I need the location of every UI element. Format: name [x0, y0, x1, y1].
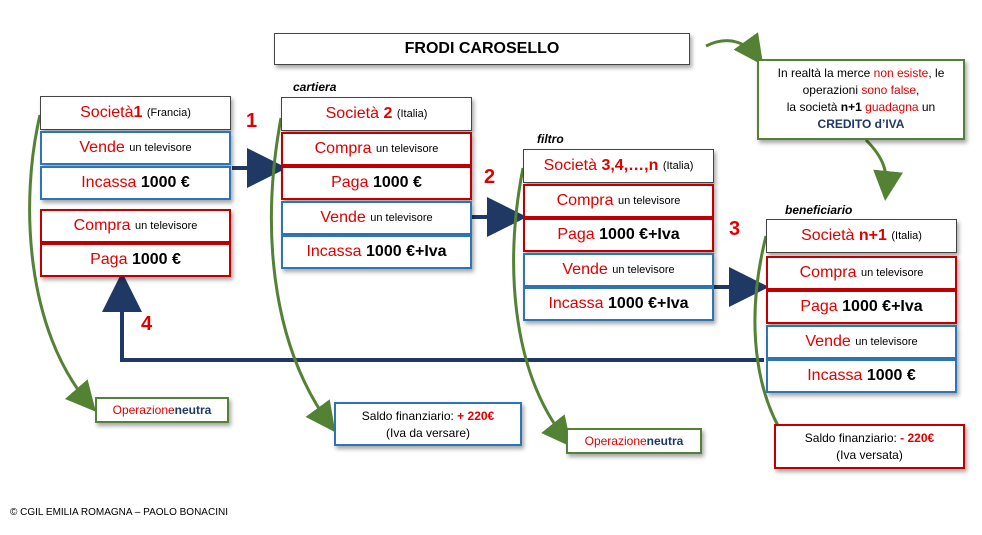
- step-1: 1: [246, 110, 258, 132]
- step-4: 4: [141, 313, 153, 335]
- company3-receives: Incassa 1000 €+Iva: [523, 287, 714, 321]
- company1-outcome: Operazione neutra: [95, 397, 229, 423]
- step-2: 2: [484, 166, 496, 188]
- connector-company1-outcome: [28, 114, 96, 412]
- step-3: 3: [729, 218, 741, 240]
- company2-outcome-line-1: Saldo finanziario: + 220€: [361, 409, 495, 423]
- company3-pays: Paga 1000 €+Iva: [523, 218, 714, 252]
- company2-buys: Compra un televisore: [281, 132, 472, 166]
- company1-receives: Incassa 1000 €: [40, 166, 231, 200]
- flow-arrow-4: [102, 272, 764, 362]
- company2-name: Società 2 (Italia): [281, 97, 472, 131]
- company4-pays: Paga 1000 €+Iva: [766, 290, 957, 324]
- company2-outcome-line-2: (Iva da versare): [385, 426, 471, 440]
- connector-title-note: [705, 32, 764, 66]
- company4-buys: Compra un televisore: [766, 256, 957, 290]
- company1-sells: Vende un televisore: [40, 131, 231, 165]
- connector-company3-outcome: [512, 167, 572, 448]
- connector-note-company4: [864, 138, 904, 201]
- company3-buys: Compra un televisore: [523, 184, 714, 218]
- note-line-3: la società n+1 guadagna un: [786, 100, 936, 114]
- page-title: FRODI CAROSELLO: [274, 33, 690, 65]
- label-cartiera: cartiera: [293, 80, 337, 94]
- company2-receives: Incassa 1000 €+Iva: [281, 235, 472, 269]
- note-line-2: operazioni sono false,: [802, 83, 920, 97]
- copyright-credit: © CGIL EMILIA ROMAGNA – PAOLO BONACINI: [10, 507, 228, 518]
- company2-outcome: Saldo finanziario: + 220€ (Iva da versar…: [334, 402, 522, 446]
- company4-outcome-line-1: Saldo finanziario: - 220€: [804, 431, 935, 445]
- company2-sells: Vende un televisore: [281, 201, 472, 235]
- note-line-1: In realtà la merce non esiste, le: [777, 66, 945, 80]
- company4-sells: Vende un televisore: [766, 325, 957, 359]
- explanation-note: In realtà la merce non esiste, le operaz…: [757, 59, 965, 140]
- label-filtro: filtro: [537, 132, 564, 146]
- label-beneficiario: beneficiario: [785, 203, 853, 217]
- note-line-4: CREDITO d’IVA: [817, 117, 905, 131]
- company1-pays: Paga 1000 €: [40, 243, 231, 277]
- company1-buys: Compra un televisore: [40, 209, 231, 243]
- company4-name: Società n+1 (Italia): [766, 219, 957, 253]
- company4-outcome: Saldo finanziario: - 220€ (Iva versata): [774, 424, 965, 469]
- company3-name: Società 3,4,…,n (Italia): [523, 149, 714, 183]
- company2-pays: Paga 1000 €: [281, 166, 472, 200]
- company4-receives: Incassa 1000 €: [766, 359, 957, 393]
- company3-outcome: Operazione neutra: [566, 428, 702, 454]
- connector-company2-outcome: [269, 117, 336, 433]
- company3-sells: Vende un televisore: [523, 253, 714, 287]
- company4-outcome-line-2: (Iva versata): [836, 448, 903, 462]
